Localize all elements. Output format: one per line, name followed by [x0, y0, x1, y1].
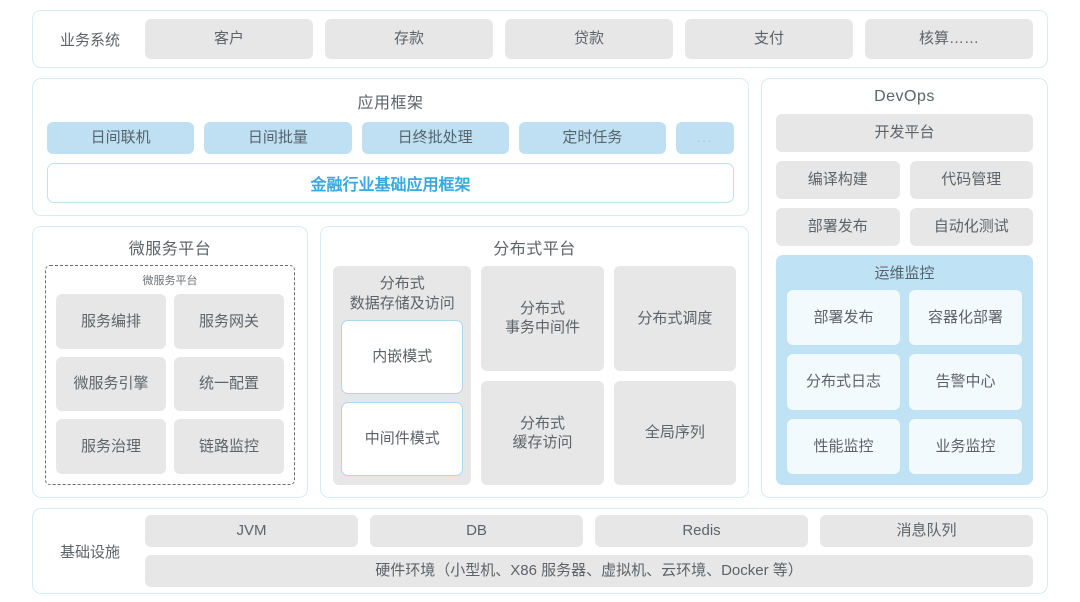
ops-chip-performance-monitor[interactable]: 性能监控: [786, 417, 901, 475]
infra-chip-db[interactable]: DB: [370, 515, 583, 547]
micro-chip-service-gateway[interactable]: 服务网关: [174, 294, 284, 349]
platform-column: 应用框架 日间联机 日间批量 日终批处理 定时任务 ... 金融行业基础应用框架…: [32, 78, 749, 498]
devops-chip-compile-build[interactable]: 编译构建: [776, 161, 900, 199]
devops-chip-dev-platform[interactable]: 开发平台: [776, 114, 1033, 152]
ops-chip-deploy-release[interactable]: 部署发布: [786, 289, 901, 347]
ops-monitoring-grid: 部署发布 容器化部署 分布式日志 告警中心 性能监控 业务监控: [786, 289, 1023, 475]
finance-base-framework-banner: 金融行业基础应用框架: [47, 163, 734, 203]
infra-chip-jvm[interactable]: JVM: [145, 515, 358, 547]
dist-chip-cache-access[interactable]: 分布式 缓存访问: [481, 380, 604, 485]
ops-chip-business-monitor[interactable]: 业务监控: [908, 417, 1023, 475]
devops-chip-code-management[interactable]: 代码管理: [909, 161, 1033, 199]
business-system-label: 业务系统: [59, 31, 120, 49]
ops-chip-distributed-log[interactable]: 分布式日志: [786, 353, 901, 411]
infrastructure-body: JVM DB Redis 消息队列 硬件环境（小型机、X86 服务器、虚拟机、云…: [145, 515, 1033, 587]
devops-row-2: 部署发布 自动化测试: [776, 208, 1033, 246]
lower-platform-row: 微服务平台 微服务平台 服务编排 服务网关 微服务引擎 统一配置 服务治理 链路…: [32, 226, 749, 498]
app-framework-chip-group: 日间联机 日间批量 日终批处理 定时任务 ...: [47, 122, 734, 154]
devops-row-1: 编译构建 代码管理: [776, 161, 1033, 199]
infrastructure-section: 基础设施 JVM DB Redis 消息队列 硬件环境（小型机、X86 服务器、…: [32, 508, 1048, 594]
infrastructure-label: 基础设施: [59, 543, 120, 561]
hardware-environment-row: 硬件环境（小型机、X86 服务器、虚拟机、云环境、Docker 等）: [145, 555, 1033, 587]
devops-chip-group: 开发平台 编译构建 代码管理 部署发布 自动化测试: [776, 114, 1033, 246]
ops-chip-container-deploy[interactable]: 容器化部署: [908, 289, 1023, 347]
business-chip-loan[interactable]: 贷款: [505, 19, 673, 59]
business-system-chip-group: 客户 存款 贷款 支付 核算……: [145, 19, 1033, 59]
microservice-inner-box: 微服务平台 服务编排 服务网关 微服务引擎 统一配置 服务治理 链路监控: [45, 265, 295, 485]
ops-monitoring-panel: 运维监控 部署发布 容器化部署 分布式日志 告警中心 性能监控 业务监控: [776, 255, 1033, 485]
distributed-platform-body: 分布式 数据存储及访问 内嵌模式 中间件模式 分布式 事务中间件 分布式调度 分…: [333, 266, 736, 485]
dist-card-data-storage[interactable]: 分布式 数据存储及访问 内嵌模式 中间件模式: [333, 266, 472, 485]
devops-section: DevOps 开发平台 编译构建 代码管理 部署发布 自动化测试 运维监控: [761, 78, 1048, 498]
distributed-platform-title: 分布式平台: [493, 241, 576, 258]
app-chip-more-icon[interactable]: ...: [676, 122, 734, 154]
middle-band: 应用框架 日间联机 日间批量 日终批处理 定时任务 ... 金融行业基础应用框架…: [32, 78, 1048, 498]
business-chip-accounting[interactable]: 核算……: [865, 19, 1033, 59]
dist-chip-embedded-mode[interactable]: 内嵌模式: [341, 320, 464, 394]
business-chip-payment[interactable]: 支付: [685, 19, 853, 59]
ops-monitoring-title: 运维监控: [874, 265, 935, 282]
devops-title: DevOps: [874, 88, 935, 105]
business-chip-customer[interactable]: 客户: [145, 19, 313, 59]
dist-chip-transaction-middleware[interactable]: 分布式 事务中间件: [481, 266, 604, 371]
app-framework-title: 应用框架: [357, 95, 424, 112]
business-system-section: 业务系统 客户 存款 贷款 支付 核算……: [32, 10, 1048, 68]
app-chip-daytime-batch[interactable]: 日间批量: [204, 122, 352, 154]
app-chip-scheduled-task[interactable]: 定时任务: [518, 122, 666, 154]
devops-chip-automated-testing[interactable]: 自动化测试: [909, 208, 1033, 246]
devops-chip-deploy-release[interactable]: 部署发布: [776, 208, 900, 246]
micro-chip-microservice-engine[interactable]: 微服务引擎: [56, 356, 166, 412]
infra-chip-hardware-environment[interactable]: 硬件环境（小型机、X86 服务器、虚拟机、云环境、Docker 等）: [145, 555, 1033, 587]
app-framework-section: 应用框架 日间联机 日间批量 日终批处理 定时任务 ... 金融行业基础应用框架: [32, 78, 749, 216]
micro-chip-service-governance[interactable]: 服务治理: [56, 419, 166, 474]
infrastructure-chip-group: JVM DB Redis 消息队列: [145, 515, 1033, 547]
microservice-platform-section: 微服务平台 微服务平台 服务编排 服务网关 微服务引擎 统一配置 服务治理 链路…: [32, 226, 308, 498]
infra-chip-message-queue[interactable]: 消息队列: [820, 515, 1033, 547]
dist-chip-middleware-mode[interactable]: 中间件模式: [341, 402, 464, 476]
dist-chip-scheduling[interactable]: 分布式调度: [613, 266, 736, 371]
dist-chip-global-sequence[interactable]: 全局序列: [613, 380, 736, 485]
app-chip-daytime-online[interactable]: 日间联机: [47, 122, 195, 154]
microservice-inner-title: 微服务平台: [142, 275, 198, 287]
microservice-chip-grid: 服务编排 服务网关 微服务引擎 统一配置 服务治理 链路监控: [56, 294, 284, 474]
business-chip-deposit[interactable]: 存款: [325, 19, 493, 59]
distributed-platform-section: 分布式平台 分布式 数据存储及访问 内嵌模式 中间件模式 分布式 事务中间件 分…: [320, 226, 749, 498]
micro-chip-unified-config[interactable]: 统一配置: [174, 356, 284, 412]
ops-chip-alert-center[interactable]: 告警中心: [908, 353, 1023, 411]
micro-chip-link-monitoring[interactable]: 链路监控: [174, 419, 284, 474]
micro-chip-service-orchestration[interactable]: 服务编排: [56, 294, 166, 349]
app-chip-eod-batch[interactable]: 日终批处理: [361, 122, 509, 154]
devops-column: DevOps 开发平台 编译构建 代码管理 部署发布 自动化测试 运维监控: [761, 78, 1048, 498]
dist-data-storage-modes: 内嵌模式 中间件模式: [341, 320, 464, 476]
infra-chip-redis[interactable]: Redis: [595, 515, 808, 547]
microservice-platform-title: 微服务平台: [128, 241, 212, 258]
distributed-chip-grid: 分布式 事务中间件 分布式调度 分布式 缓存访问 全局序列: [481, 266, 736, 485]
dist-card-data-storage-title: 分布式 数据存储及访问: [349, 275, 455, 312]
